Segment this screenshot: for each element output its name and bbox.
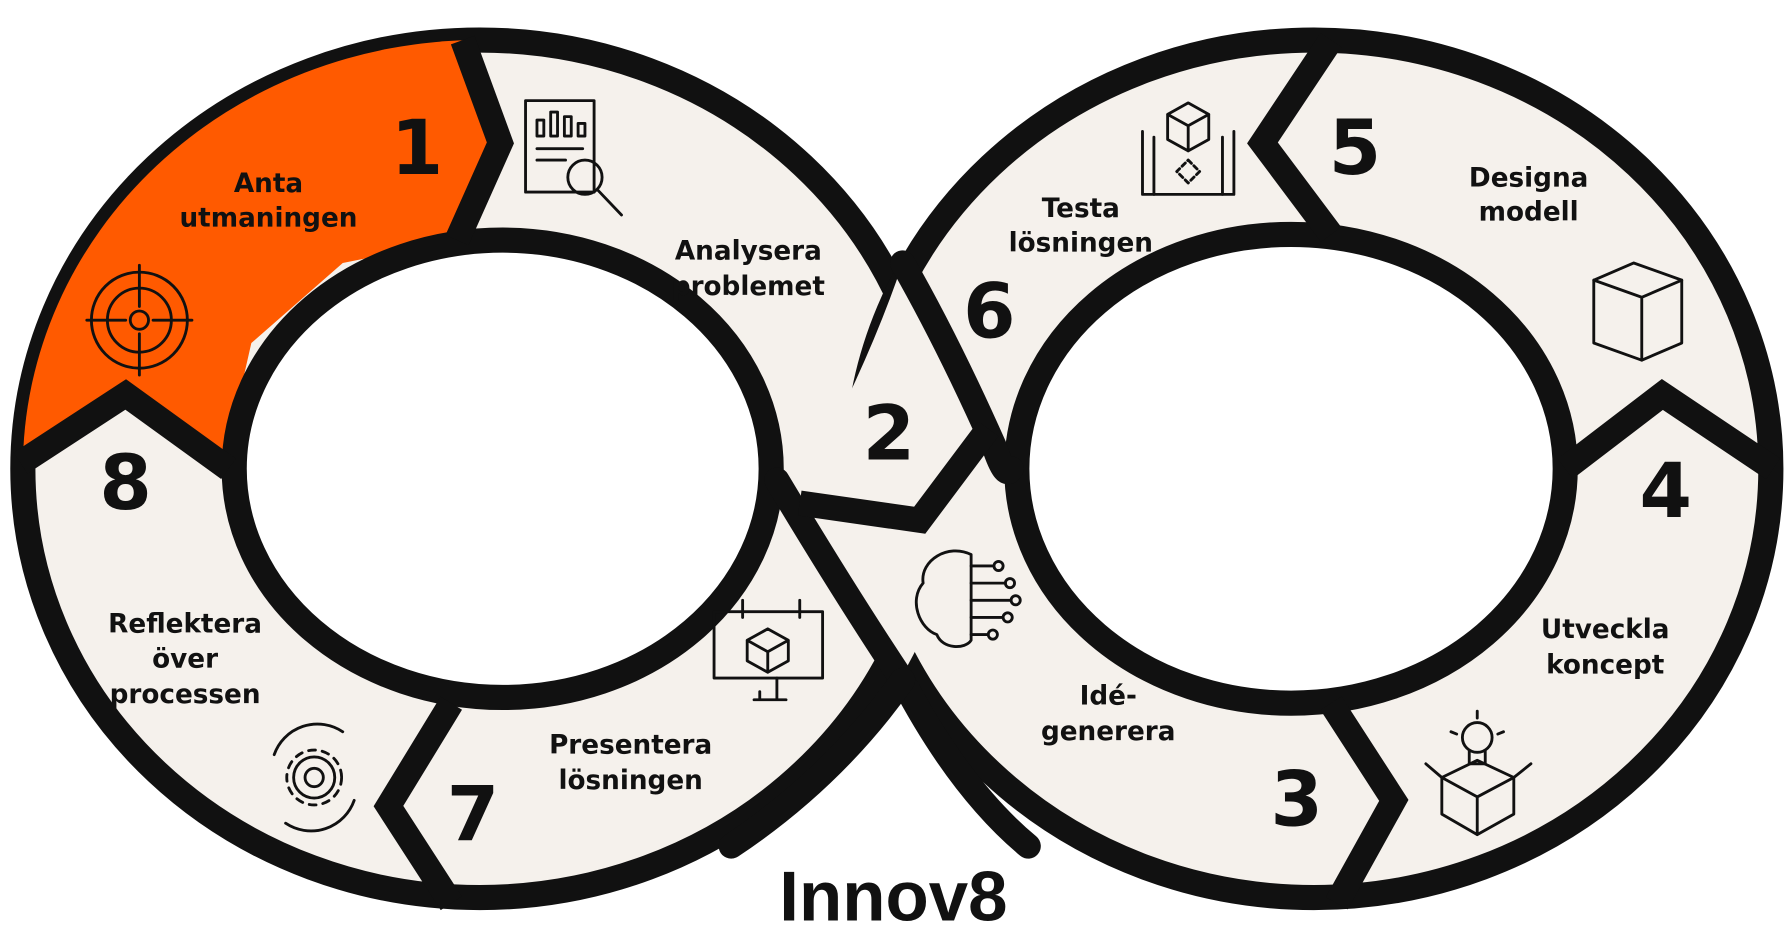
step-2-label-line2: problemet (672, 272, 825, 302)
step-2-label-line1: Analysera (675, 237, 822, 267)
step-6-label-line2: lösningen (1009, 229, 1153, 259)
brain-circuit-icon (914, 549, 1022, 648)
step-4-number: 4 (1640, 447, 1692, 535)
diagram-title: Innov8 (779, 857, 1007, 936)
blueprint-cube-icon (1141, 101, 1236, 196)
report-search-icon (524, 99, 623, 217)
step-1-label-line1: Anta (234, 169, 303, 199)
step-8-label-line1: Reflektera (108, 609, 262, 639)
step-4-label-line1: Utveckla (1541, 615, 1670, 645)
segment-dividers (13, 33, 1781, 911)
step-5-label-line1: Designa (1469, 163, 1588, 193)
crossing-stroke-c (718, 667, 916, 859)
step-8-number: 8 (99, 439, 151, 527)
step-5-label-line2: modell (1479, 198, 1579, 228)
step-3-label-line1: Idé- (1080, 681, 1137, 711)
step-1-label-line2: utmaningen (179, 203, 357, 233)
step-2-number: 2 (863, 390, 915, 478)
target-icon (85, 263, 194, 377)
step-7-label-line2: lösningen (558, 766, 702, 796)
gear-cycle-icon (272, 722, 356, 833)
step-7-number: 7 (447, 770, 499, 858)
step-3-number: 3 (1270, 755, 1322, 843)
step-7-label-line1: Presentera (549, 730, 712, 760)
step-8-label-line2: över (152, 645, 218, 675)
step-4-label-line2: koncept (1546, 650, 1664, 680)
crossing-stroke-b (890, 250, 1024, 485)
step-1-number: 1 (391, 104, 443, 192)
step-5-number: 5 (1329, 104, 1381, 192)
cube-wireframe-icon (1592, 261, 1684, 362)
left-loop-hole (221, 227, 784, 711)
presentation-board-icon (712, 598, 825, 702)
step-6-number: 6 (963, 267, 1015, 355)
lightbulb-box-icon (1424, 709, 1533, 837)
step-8-label-line3: processen (110, 680, 261, 710)
right-loop-hole (1004, 221, 1578, 716)
step-6-label-line1: Testa (1042, 194, 1120, 224)
step-3-label-line2: generera (1041, 717, 1176, 747)
